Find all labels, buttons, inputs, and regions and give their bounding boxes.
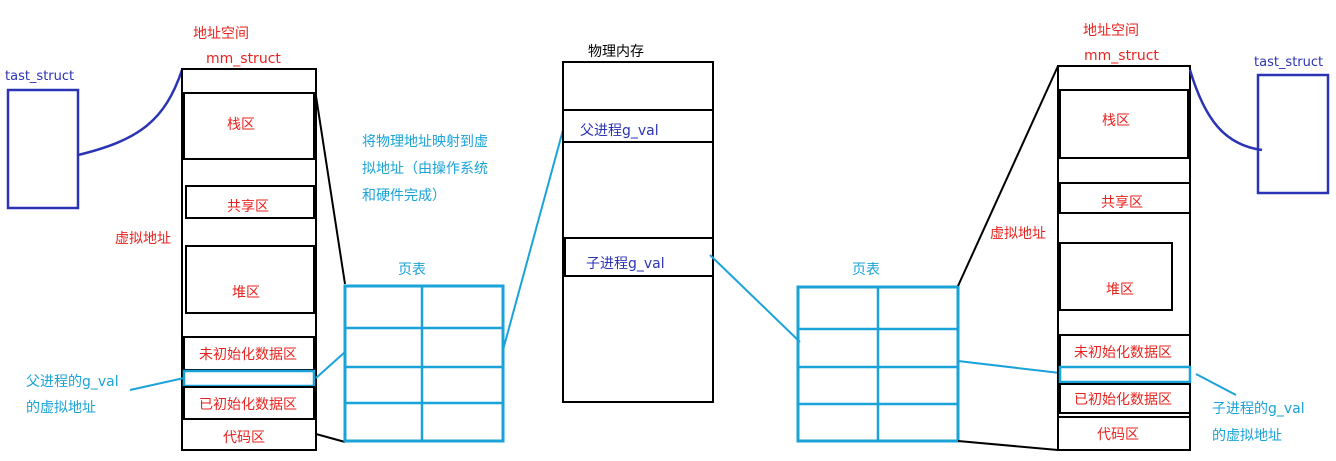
left-task-struct: tast_struct: [5, 69, 184, 210]
physical-parent-cell: [562, 109, 714, 143]
physical-to-right-pagetable: [709, 254, 801, 343]
physical-memory: 物理内存 父进程g_val 子进程g_val: [562, 44, 714, 403]
left-bss-label: 未初始化数据区: [199, 346, 297, 363]
right-page-table-label: 页表: [852, 262, 880, 278]
physical-memory-title: 物理内存: [588, 44, 644, 60]
left-code-label: 代码区: [223, 430, 265, 446]
right-gval-note-line2: 的虚拟地址: [1212, 428, 1282, 444]
mapping-note-line2: 拟地址（由操作系统: [362, 161, 488, 177]
right-virtual-address-label: 虚拟地址: [990, 226, 1046, 242]
physical-parent-label: 父进程g_val: [580, 123, 659, 139]
left-shared-label: 共享区: [227, 198, 269, 215]
left-stack-label: 栈区: [227, 117, 255, 133]
physical-memory-box: [562, 61, 714, 403]
left-gval-note-pointer: [129, 377, 185, 391]
right-gval-note-line1: 子进程的g_val: [1212, 401, 1305, 417]
left-shared-region: [185, 185, 315, 219]
right-pagetable-to-mm-bottom: [957, 440, 1059, 451]
left-page-table-label: 页表: [398, 262, 426, 278]
right-shared-region: [1059, 182, 1191, 214]
mapping-note-line3: 和硬件完成）: [362, 188, 446, 204]
left-page-table: 页表: [343, 262, 505, 443]
left-pagetable-to-physical: [502, 129, 564, 351]
left-gval-to-pagetable: [315, 351, 346, 379]
left-mm-to-pagetable-bottom: [315, 433, 346, 443]
left-mm-title-2: mm_struct: [206, 51, 281, 67]
left-gval-slot: [182, 369, 316, 388]
right-stack-label: 栈区: [1102, 113, 1130, 129]
right-mm-to-task-curve: [1188, 69, 1263, 152]
left-mm-to-pagetable-top: [315, 95, 346, 285]
right-mm-struct: 地址空间 mm_struct 栈区 共享区 堆区 未初始化数据区 已初始化数据区…: [1057, 23, 1192, 451]
right-task-struct: tast_struct: [1188, 55, 1330, 195]
right-task-struct-label: tast_struct: [1254, 55, 1323, 70]
right-data-label: 已初始化数据区: [1074, 391, 1172, 408]
physical-child-label: 子进程g_val: [586, 256, 665, 272]
left-gval-note-line2: 的虚拟地址: [26, 400, 96, 416]
right-mm-title-1: 地址空间: [1083, 23, 1139, 39]
left-task-struct-box: [6, 88, 80, 210]
right-heap-label: 堆区: [1106, 282, 1134, 298]
right-heap-region: [1059, 242, 1173, 311]
right-gval-note-pointer: [1195, 373, 1237, 396]
left-mm-struct: 地址空间 mm_struct 栈区 共享区 堆区 未初始化数据区 已初始化数据区…: [181, 26, 317, 451]
left-heap-label: 堆区: [232, 285, 260, 301]
right-pagetable-to-mm-top: [957, 65, 1059, 287]
left-virtual-address-label: 虚拟地址: [115, 231, 171, 247]
right-mm-title-2: mm_struct: [1084, 48, 1159, 64]
left-mm-outer-box: [181, 68, 317, 451]
left-task-struct-label: tast_struct: [5, 69, 74, 84]
right-stack-region: [1059, 89, 1189, 159]
right-data-region: [1059, 383, 1191, 414]
right-gval-slot: [1058, 365, 1192, 384]
right-task-struct-box: [1256, 73, 1330, 195]
right-page-table: 页表: [796, 262, 960, 443]
left-gval-note-line1: 父进程的g_val: [26, 374, 119, 390]
left-stack-region: [183, 92, 315, 160]
right-code-label: 代码区: [1097, 427, 1139, 443]
left-task-to-mm-curve: [77, 69, 184, 157]
left-mm-title-1: 地址空间: [193, 26, 249, 42]
left-page-table-box: [343, 284, 505, 443]
right-bss-label: 未初始化数据区: [1074, 344, 1172, 361]
right-mm-outer-box: [1057, 65, 1191, 451]
right-shared-label: 共享区: [1101, 194, 1143, 211]
mapping-note-line1: 将物理地址映射到虚: [362, 134, 488, 150]
left-data-label: 已初始化数据区: [199, 396, 297, 413]
right-pagetable-to-gval: [957, 360, 1061, 374]
left-heap-region: [185, 245, 315, 314]
